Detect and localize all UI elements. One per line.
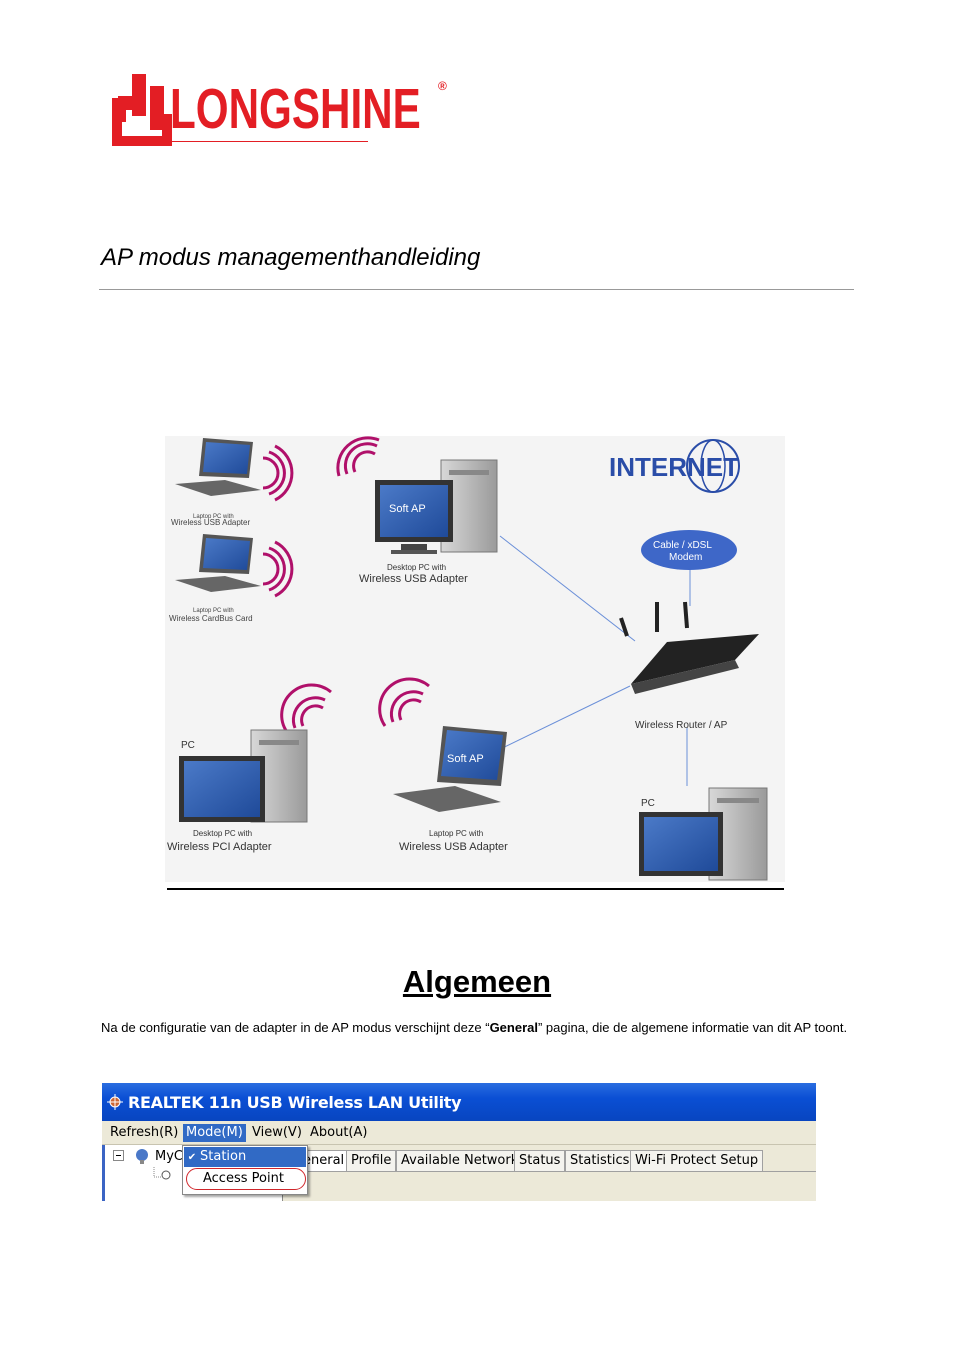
paragraph-bold-general: General — [489, 1020, 538, 1035]
network-diagram: Laptop PC with Wireless USB Adapter Lapt… — [165, 436, 785, 882]
window-titlebar — [102, 1083, 816, 1121]
desktop-pci-icon — [179, 729, 308, 823]
menu-mode[interactable]: Mode(M) — [183, 1124, 246, 1142]
laptop-cardbus-small-caption-1: Laptop PC with — [193, 608, 234, 614]
body-paragraph: Na de configuratie van de adapter in de … — [101, 1014, 861, 1043]
laptop-usb-small-caption-1: Laptop PC with — [193, 514, 234, 520]
softap-label-top: Soft AP — [389, 503, 426, 515]
realtek-utility-window: REALTEK 11n USB Wireless LAN Utility Ref… — [102, 1083, 816, 1201]
checkmark-icon: ✔ — [187, 1152, 197, 1163]
computer-node-icon — [136, 1149, 148, 1164]
section-heading: Algemeen — [0, 964, 954, 1000]
internet-label: INTERNET — [609, 452, 739, 482]
desktop-softap-icon — [375, 459, 498, 554]
menu-about[interactable]: About(A) — [310, 1125, 368, 1140]
pc-right-icon — [639, 787, 768, 881]
modem-cloud-icon — [641, 530, 737, 570]
tree-collapse-icon[interactable] — [112, 1149, 126, 1163]
tree-item-mycomputer[interactable]: MyC — [155, 1149, 183, 1164]
wireless-wave-icon — [262, 436, 430, 733]
modem-label-1: Cable / xDSL — [653, 540, 712, 551]
highlight-oval — [186, 1168, 306, 1190]
tab-available-network[interactable]: Available Network — [396, 1150, 524, 1171]
laptop-mid-icon — [175, 534, 261, 592]
mode-option-station-label: Station — [200, 1149, 247, 1164]
tab-profile[interactable]: Profile — [346, 1150, 397, 1171]
logo-wordmark: LONGSHINE — [170, 77, 421, 141]
title-divider — [99, 289, 854, 290]
registered-mark: ® — [438, 79, 447, 93]
softap-label-laptop: Soft AP — [447, 753, 484, 765]
laptop-softap-icon — [393, 726, 507, 812]
laptop-cardbus-small-caption-2: Wireless CardBus Card — [169, 614, 253, 623]
desktop-usb-caption-1: Desktop PC with — [387, 563, 446, 572]
desktop-pci-caption-1: Desktop PC with — [193, 829, 252, 838]
laptop-usb-caption-1: Laptop PC with — [429, 829, 483, 838]
window-title: REALTEK 11n USB Wireless LAN Utility — [128, 1093, 462, 1112]
window-left-border — [102, 1145, 105, 1201]
pc-label-left: PC — [181, 740, 195, 751]
tab-strip-baseline — [282, 1171, 816, 1172]
diagram-divider — [167, 888, 784, 890]
tab-wifi-protect-setup[interactable]: Wi-Fi Protect Setup — [630, 1150, 764, 1171]
document-title: AP modus managementhandleiding — [101, 244, 481, 271]
logo-underline — [136, 141, 368, 142]
tab-statistics[interactable]: Statistics — [565, 1150, 635, 1171]
mode-option-access-point[interactable]: Access Point — [203, 1171, 284, 1186]
desktop-pci-caption-2: Wireless PCI Adapter — [167, 841, 272, 853]
pc-label-right: PC — [641, 798, 655, 809]
adapter-node-icon — [153, 1167, 171, 1180]
mode-option-station[interactable]: ✔Station — [184, 1147, 306, 1167]
tab-status[interactable]: Status — [514, 1150, 566, 1171]
paragraph-after: ” pagina, die de algemene informatie van… — [537, 1020, 848, 1035]
modem-label-2: Modem — [669, 552, 702, 563]
laptop-usb-small-caption-2: Wireless USB Adapter — [171, 518, 250, 527]
menu-refresh[interactable]: Refresh(R) — [110, 1125, 179, 1140]
internet-globe-icon — [686, 439, 740, 493]
desktop-usb-caption-2: Wireless USB Adapter — [359, 573, 468, 585]
network-app-icon — [107, 1094, 123, 1110]
mode-dropdown-menu: ✔Station Access Point — [182, 1145, 308, 1195]
paragraph-before: Na de configuratie van de adapter in de … — [101, 1020, 490, 1035]
laptop-usb-caption-2: Wireless USB Adapter — [399, 841, 508, 853]
router-icon — [619, 601, 759, 694]
section-heading-text: Algemeen — [402, 964, 552, 999]
laptop-top-icon — [175, 438, 261, 496]
router-label: Wireless Router / AP — [635, 720, 728, 731]
menu-view[interactable]: View(V) — [252, 1125, 302, 1140]
